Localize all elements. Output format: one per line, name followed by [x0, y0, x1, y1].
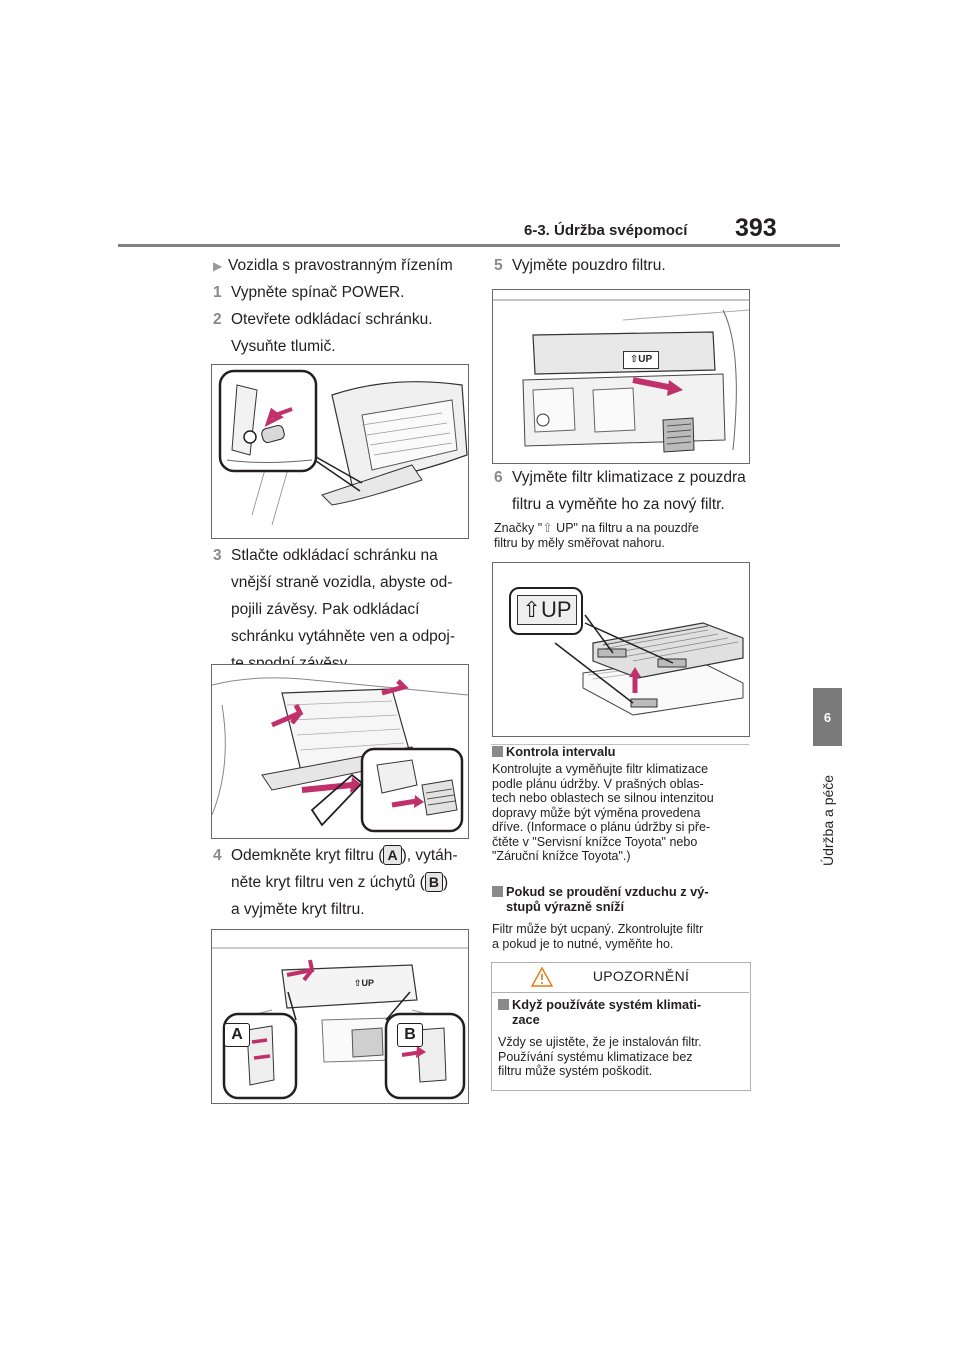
up-marking-case: ⇧UP — [623, 351, 659, 369]
warning-title-row: UPOZORNĚNÍ — [491, 962, 749, 993]
check-interval-text: Kontrolujte a vyměňujte filtr klimatizac… — [492, 762, 714, 863]
warning-title: UPOZORNĚNÍ — [592, 968, 690, 984]
warning-box — [491, 962, 751, 1091]
warning-text: Vždy se ujistěte, že je instalován filtr… — [498, 1035, 702, 1078]
figure-filter-up-marking: ⇧UP — [492, 562, 750, 737]
up-arrow-icon: ⇧ — [629, 354, 639, 365]
up-arrow-icon: ⇧ — [522, 597, 541, 622]
up-arrow-icon: ⇧ — [542, 521, 553, 535]
up-marking: ⇧UP — [354, 978, 375, 988]
up-callout: ⇧UP — [509, 587, 583, 635]
figure-filter-cover: A B ⇧UP — [211, 929, 469, 1104]
chapter-number: 6 — [823, 709, 832, 725]
figure-glovebox-removal — [211, 664, 469, 839]
chapter-label-text: Údržba a péče — [820, 774, 836, 866]
warning-subtitle: Když používáte systém klimati-zace — [498, 997, 701, 1027]
label-a-badge: A — [383, 845, 402, 865]
chapter-tab[interactable]: 6 — [813, 688, 842, 746]
up-arrow-icon: ⇧ — [354, 978, 362, 988]
check-interval-heading: Kontrola intervalu — [492, 744, 616, 760]
section-divider — [491, 744, 749, 745]
header-divider — [118, 244, 840, 247]
up-label: ⇧UP — [517, 595, 577, 625]
up-note: Značky "⇧ UP" na filtru a na pouzdře fil… — [494, 521, 699, 550]
callout-a: A — [224, 1023, 250, 1047]
figure-glovebox-damper — [211, 364, 469, 539]
label-b-badge: B — [424, 872, 443, 892]
square-bullet-icon — [492, 746, 503, 757]
square-bullet-icon — [492, 886, 503, 897]
square-bullet-icon — [498, 999, 509, 1010]
airflow-text: Filtr může být ucpaný. Zkontrolujte filt… — [492, 922, 704, 951]
page-number: 393 — [735, 214, 777, 242]
section-title: 6-3. Údržba svépomocí — [524, 222, 688, 239]
warning-triangle-icon — [531, 967, 553, 987]
variant-line: ▶Vozidla s pravostranným řízením — [213, 252, 453, 280]
airflow-heading: Pokud se proudění vzduchu z vý-stupů výr… — [492, 884, 709, 914]
triangle-bullet-icon: ▶ — [213, 259, 223, 273]
callout-b: B — [397, 1023, 423, 1047]
figure-filter-case: ⇧UP — [492, 289, 750, 464]
chapter-label: Údržba a péče — [818, 758, 838, 868]
